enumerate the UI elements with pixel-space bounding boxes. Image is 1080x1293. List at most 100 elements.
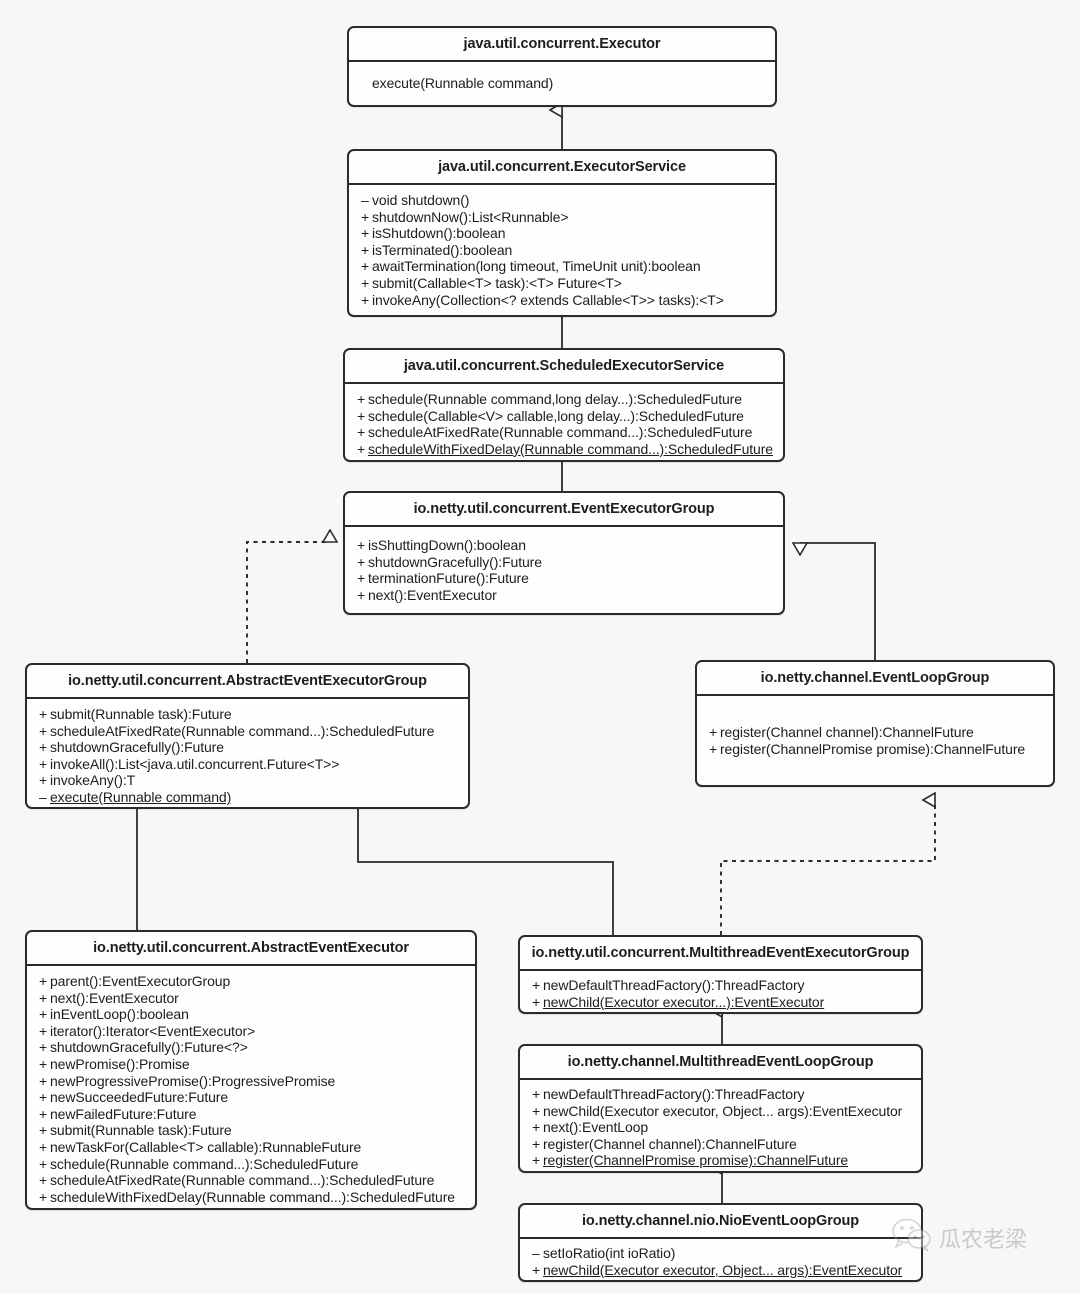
class-box-scheduled-executor-service[interactable]: java.util.concurrent.ScheduledExecutorSe… <box>343 348 785 463</box>
visibility-marker: + <box>39 1055 48 1072</box>
class-title: io.netty.channel.MultithreadEventLoopGro… <box>520 1046 921 1080</box>
member-row: +scheduleAtFixedRate(Runnable command...… <box>39 723 458 740</box>
member-text: shutdownGracefully():Future <box>368 553 542 570</box>
member-text: submit(Runnable task):Future <box>50 1122 232 1139</box>
member-row: –void shutdown() <box>361 192 765 209</box>
visibility-marker: + <box>361 291 370 308</box>
class-box-nio-event-loop-group[interactable]: io.netty.channel.nio.NioEventLoopGroup –… <box>518 1203 923 1283</box>
visibility-marker: + <box>39 1039 48 1056</box>
class-box-event-loop-group[interactable]: io.netty.channel.EventLoopGroup +registe… <box>695 660 1055 788</box>
visibility-marker: + <box>361 241 370 258</box>
class-box-multithread-event-loop-group[interactable]: io.netty.channel.MultithreadEventLoopGro… <box>518 1044 923 1173</box>
visibility-marker: + <box>357 537 366 553</box>
class-members: +register(Channel channel):ChannelFuture… <box>697 696 1053 785</box>
visibility-marker: + <box>39 706 48 722</box>
visibility-marker: – <box>361 192 369 208</box>
visibility-marker: + <box>361 208 370 225</box>
visibility-marker: + <box>357 553 366 570</box>
visibility-marker: + <box>532 1261 541 1278</box>
member-text: invokeAny(Collection<? extends Callable<… <box>372 291 724 308</box>
class-box-abstract-event-executor-group[interactable]: io.netty.util.concurrent.AbstractEventEx… <box>25 663 470 809</box>
visibility-marker: + <box>532 1102 541 1119</box>
member-row: +submit(Callable<T> task):<T> Future<T> <box>361 275 765 292</box>
member-row: +isShutdown():boolean <box>361 225 765 242</box>
visibility-marker: + <box>357 391 366 407</box>
class-members: +isShuttingDown():boolean +shutdownGrace… <box>345 527 783 613</box>
class-members: –setIoRatio(int ioRatio) +newChild(Execu… <box>520 1239 921 1280</box>
member-text: newSucceededFuture:Future <box>50 1089 229 1106</box>
member-row: +next():EventExecutor <box>357 587 773 604</box>
member-text: newChild(Executor executor, Object... ar… <box>543 1261 903 1278</box>
member-row: +iterator():Iterator<EventExecutor> <box>39 1023 465 1040</box>
class-box-executor-service[interactable]: java.util.concurrent.ExecutorService –vo… <box>347 149 777 318</box>
class-members: +schedule(Runnable command,long delay...… <box>345 384 783 460</box>
member-text: next():EventExecutor <box>50 989 179 1006</box>
visibility-marker: + <box>532 1086 541 1102</box>
member-text: scheduleAtFixedRate(Runnable command...)… <box>50 722 435 739</box>
visibility-marker: + <box>532 993 541 1010</box>
member-row: –execute(Runnable command) <box>39 789 458 806</box>
class-box-abstract-event-executor[interactable]: io.netty.util.concurrent.AbstractEventEx… <box>25 930 477 1211</box>
class-box-executor[interactable]: java.util.concurrent.Executor execute(Ru… <box>347 26 777 107</box>
member-text: next():EventExecutor <box>368 586 497 603</box>
visibility-marker: + <box>361 274 370 291</box>
member-row: +next():EventExecutor <box>39 990 465 1007</box>
edge-meeg-elg-dashed <box>720 800 936 935</box>
visibility-marker: + <box>39 1188 48 1205</box>
member-row: +scheduleAtFixedRate(Runnable command...… <box>39 1172 465 1189</box>
visibility-marker: + <box>39 722 48 739</box>
class-title: io.netty.channel.EventLoopGroup <box>697 662 1053 696</box>
member-text: newDefaultThreadFactory():ThreadFactory <box>543 977 805 993</box>
member-text: shutdownGracefully():Future<?> <box>50 1039 248 1056</box>
member-row: +isTerminated():boolean <box>361 242 765 259</box>
visibility-marker: + <box>357 586 366 603</box>
class-members: –void shutdown() +shutdownNow():List<Run… <box>349 185 775 315</box>
visibility-marker: – <box>39 788 47 805</box>
class-title: io.netty.util.concurrent.AbstractEventEx… <box>27 665 468 699</box>
member-row: +parent():EventExecutorGroup <box>39 973 465 990</box>
member-row: +scheduleAtFixedRate(Runnable command...… <box>357 424 773 441</box>
member-text: register(ChannelPromise promise):Channel… <box>543 1152 849 1169</box>
member-text: submit(Callable<T> task):<T> Future<T> <box>372 274 622 291</box>
class-members: +submit(Runnable task):Future +scheduleA… <box>27 699 468 807</box>
member-text: submit(Runnable task):Future <box>50 706 232 722</box>
visibility-marker: + <box>709 724 718 740</box>
member-row: +newTaskFor(Callable<T> callable):Runnab… <box>39 1139 465 1156</box>
member-row: +register(ChannelPromise promise):Channe… <box>709 741 1043 758</box>
member-row: +submit(Runnable task):Future <box>39 1122 465 1139</box>
member-row: +invokeAny():T <box>39 772 458 789</box>
member-text: execute(Runnable command) <box>50 788 232 805</box>
member-text: schedule(Callable<V> callable,long delay… <box>368 407 744 424</box>
member-text: schedule(Runnable command...):ScheduledF… <box>50 1155 359 1172</box>
member-row: +schedule(Runnable command,long delay...… <box>357 391 773 408</box>
visibility-marker: + <box>39 989 48 1006</box>
visibility-marker: + <box>357 424 366 441</box>
member-row: +newPromise():Promise <box>39 1056 465 1073</box>
visibility-marker: + <box>39 1022 48 1039</box>
class-box-multithread-event-executor-group[interactable]: io.netty.util.concurrent.MultithreadEven… <box>518 935 923 1015</box>
member-text: newDefaultThreadFactory():ThreadFactory <box>543 1086 805 1102</box>
member-text: next():EventLoop <box>543 1119 649 1136</box>
visibility-marker: + <box>39 1138 48 1155</box>
member-row: +shutdownNow():List<Runnable> <box>361 209 765 226</box>
visibility-marker: + <box>39 1105 48 1122</box>
member-row: +newSucceededFuture:Future <box>39 1089 465 1106</box>
member-text: register(ChannelPromise promise):Channel… <box>720 740 1026 757</box>
member-text: isShuttingDown():boolean <box>368 537 526 553</box>
class-box-event-executor-group[interactable]: io.netty.util.concurrent.EventExecutorGr… <box>343 491 785 616</box>
member-text: shutdownGracefully():Future <box>50 739 224 756</box>
visibility-marker: + <box>39 1089 48 1106</box>
member-text: setIoRatio(int ioRatio) <box>543 1245 676 1261</box>
member-row: –setIoRatio(int ioRatio) <box>532 1245 911 1262</box>
member-text: newProgressivePromise():ProgressivePromi… <box>50 1072 336 1089</box>
class-title: io.netty.util.concurrent.AbstractEventEx… <box>27 932 475 966</box>
visibility-marker: + <box>39 1155 48 1172</box>
visibility-marker: + <box>357 440 366 457</box>
member-text: newChild(Executor executor, Object... ar… <box>543 1102 903 1119</box>
member-text: newChild(Executor executor...):EventExec… <box>543 993 825 1010</box>
visibility-marker: + <box>532 1152 541 1169</box>
member-row: +isShuttingDown():boolean <box>357 537 773 554</box>
member-row: +invokeAny(Collection<? extends Callable… <box>361 292 765 309</box>
member-text: terminationFuture():Future <box>368 570 529 587</box>
member-row: +shutdownGracefully():Future <box>357 554 773 571</box>
